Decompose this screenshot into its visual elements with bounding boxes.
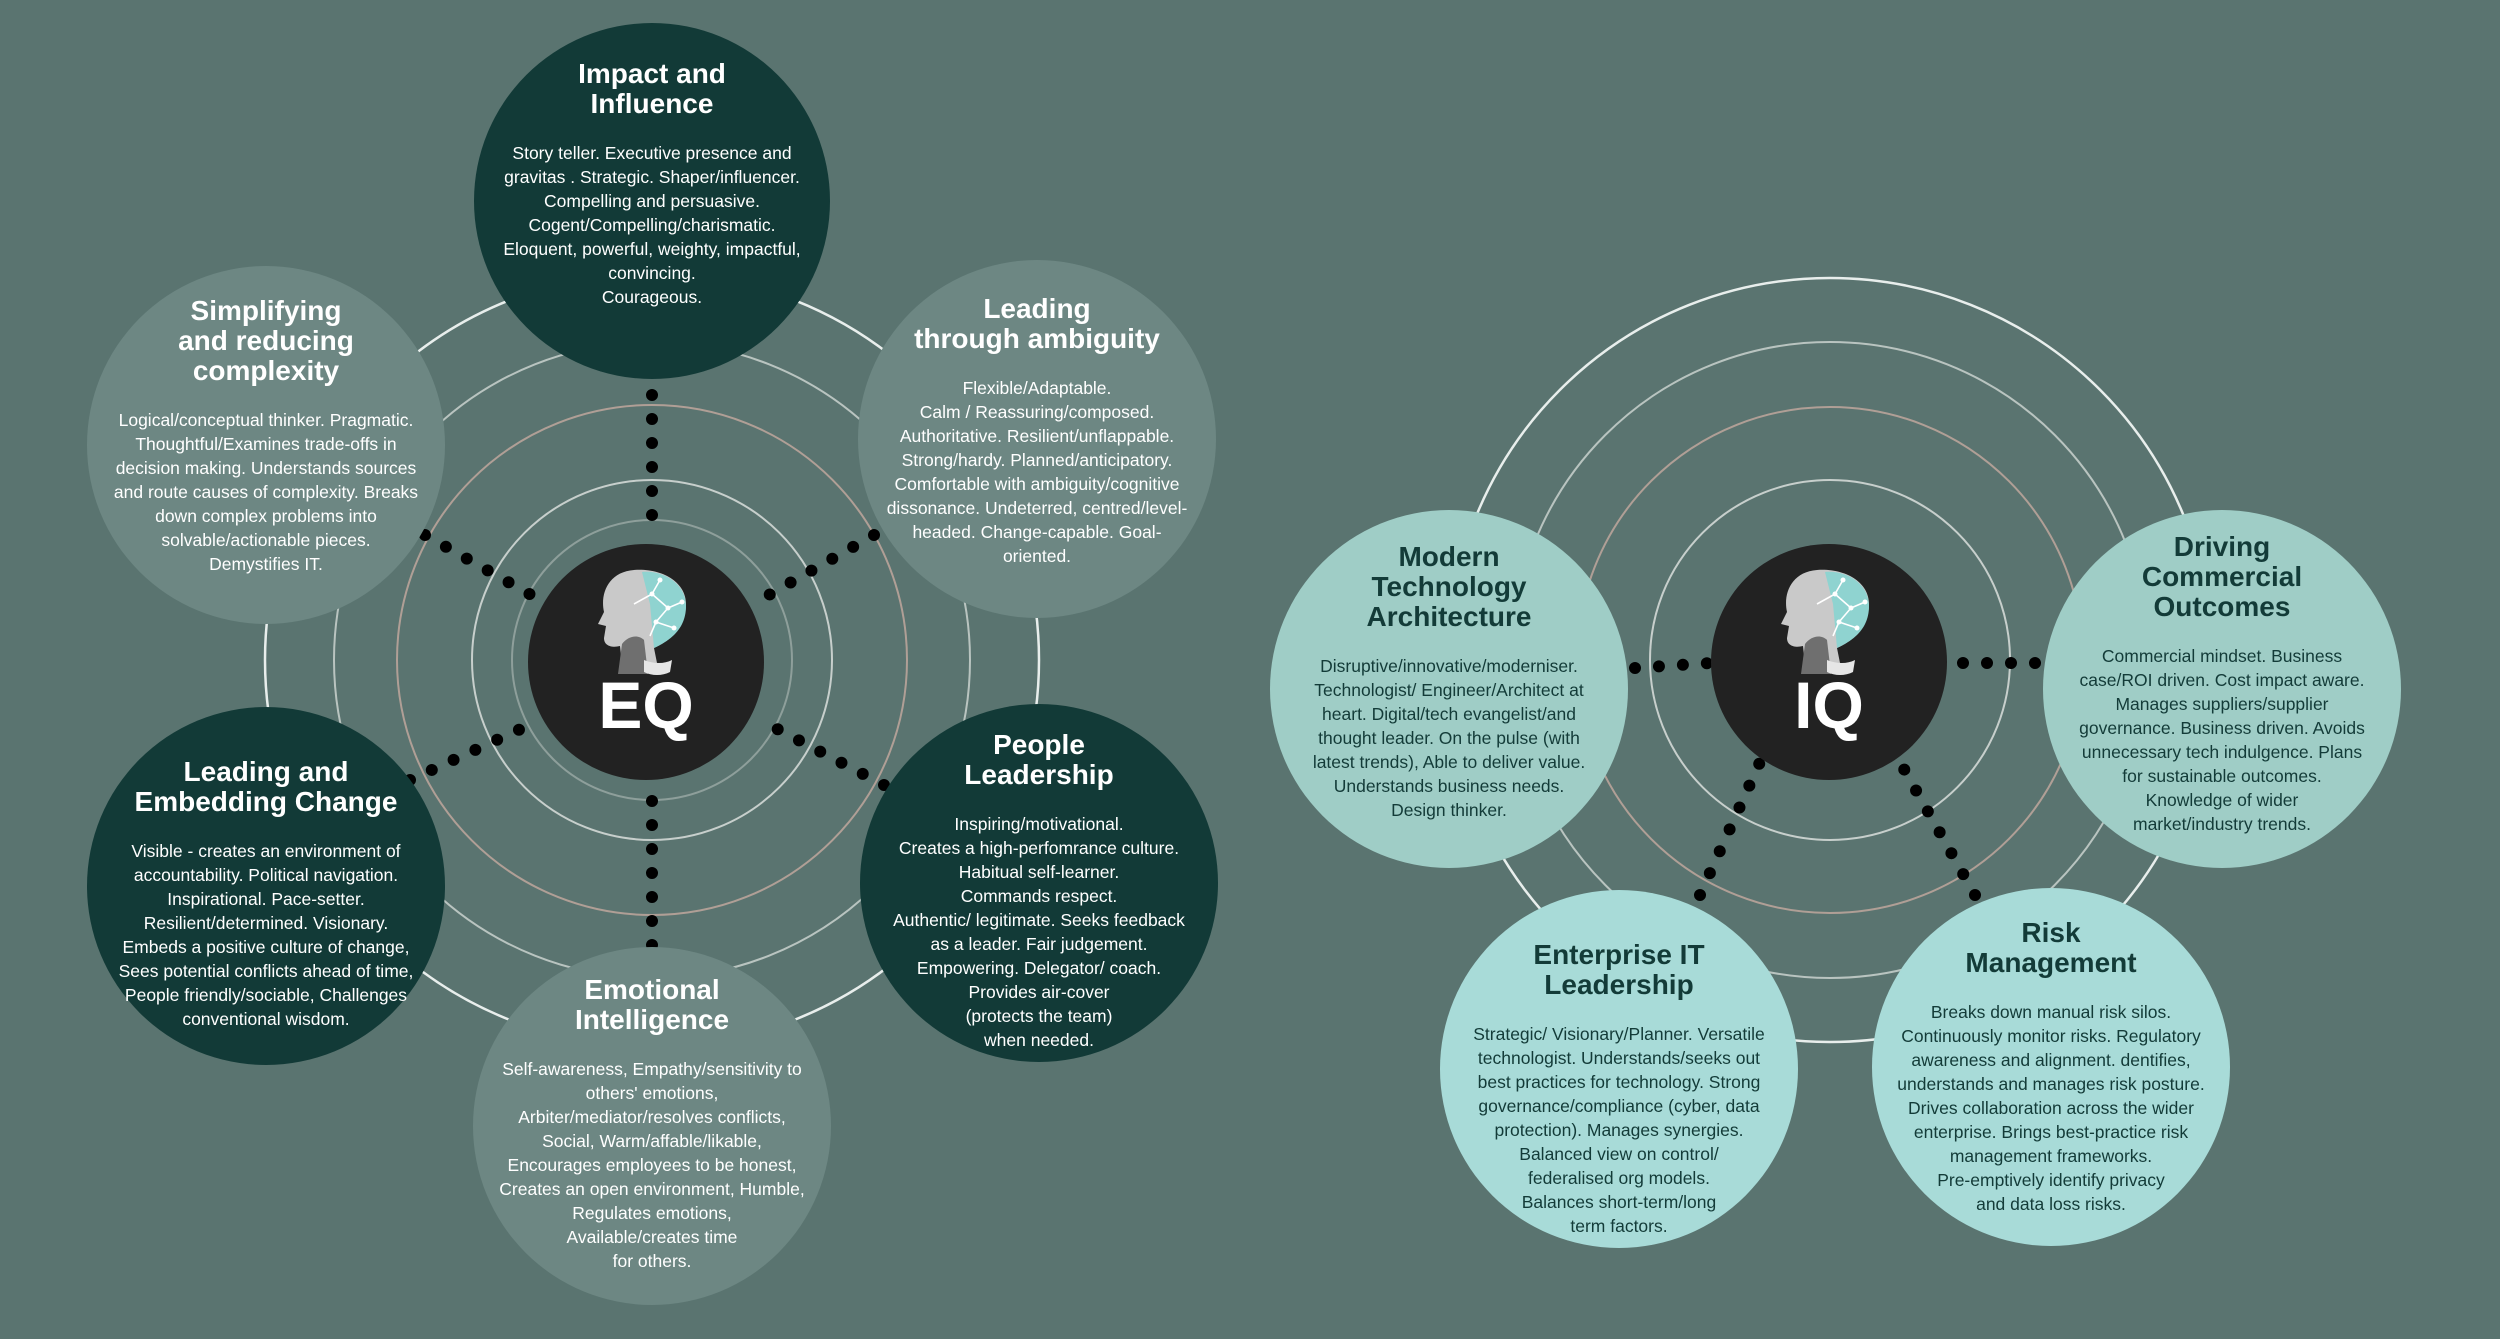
node-emotional-intelligence: Emotional Intelligence Self-awareness, E… — [473, 947, 831, 1305]
node-title: Enterprise IT Leadership — [1533, 939, 1705, 1000]
eq-center: EQ — [528, 544, 764, 780]
node-risk-management: Risk Management Breaks down manual risk … — [1872, 888, 2230, 1246]
eq-connectors — [404, 389, 890, 951]
node-description: Flexible/Adaptable. Calm / Reassuring/co… — [886, 378, 1188, 566]
node-description: Story teller. Executive presence and gra… — [503, 143, 801, 307]
node-title: Modern Technology Architecture — [1366, 541, 1532, 632]
node-modern-technology-architecture: Modern Technology Architecture Disruptiv… — [1270, 510, 1628, 868]
node-leading-and-embedding-change: Leading and Embedding Change Visible - c… — [87, 707, 445, 1065]
node-description: Disruptive/innovative/moderniser. Techno… — [1312, 656, 1586, 820]
node-leading-through-ambiguity: Leading through ambiguity Flexible/Adapt… — [858, 260, 1216, 618]
connector-simplifying — [419, 529, 546, 606]
node-description: Logical/conceptual thinker. Pragmatic. T… — [113, 410, 419, 574]
node-title: Emotional Intelligence — [574, 974, 730, 1035]
head-brain-icon — [598, 569, 686, 675]
node-title: People Leadership — [964, 729, 1114, 790]
node-title: Driving Commercial Outcomes — [2141, 531, 2303, 622]
eq-ring-2 — [471, 479, 833, 841]
node-people-leadership: People Leadership Inspiring/motivational… — [860, 704, 1218, 1062]
connector-enterprise — [1694, 756, 1766, 901]
iq-connectors — [1629, 657, 2041, 901]
node-description: Visible - creates an environment of acco… — [118, 841, 414, 1029]
iq-center: IQ — [1711, 544, 1947, 780]
node-description: Self-awareness, Empathy/sensitivity to o… — [499, 1059, 805, 1271]
node-title: Leading through ambiguity — [914, 293, 1160, 354]
node-description: Breaks down manual risk silos. Continuou… — [1897, 1002, 2205, 1214]
node-title: Leading and Embedding Change — [134, 756, 398, 817]
node-description: Commercial mindset. Business case/ROI dr… — [2079, 646, 2365, 834]
connector-architecture — [1629, 657, 1716, 674]
node-description: Inspiring/motivational. Creates a high-p… — [893, 814, 1185, 1050]
connector-risk — [1894, 756, 1981, 901]
connector-ambiguity — [754, 529, 880, 606]
head-brain-icon — [1781, 569, 1869, 675]
connector-change — [404, 714, 546, 786]
node-simplifying-and-reducing-complexity: Simplifying and reducing complexity Logi… — [87, 266, 445, 624]
node-enterprise-it-leadership: Enterprise IT Leadership Strategic/ Visi… — [1440, 890, 1798, 1248]
connector-people — [754, 714, 890, 791]
eq-label: EQ — [598, 668, 694, 742]
node-title: Impact and Influence — [578, 58, 726, 119]
node-title: Simplifying and reducing complexity — [178, 295, 354, 386]
node-impact-and-influence: Impact and Influence Story teller. Execu… — [474, 23, 830, 379]
iq-label: IQ — [1794, 668, 1864, 742]
node-driving-commercial-outcomes: Driving Commercial Outcomes Commercial m… — [2043, 510, 2401, 868]
node-description: Strategic/ Visionary/Planner. Versatile … — [1473, 1024, 1765, 1236]
node-title: Risk Management — [1965, 917, 2137, 978]
